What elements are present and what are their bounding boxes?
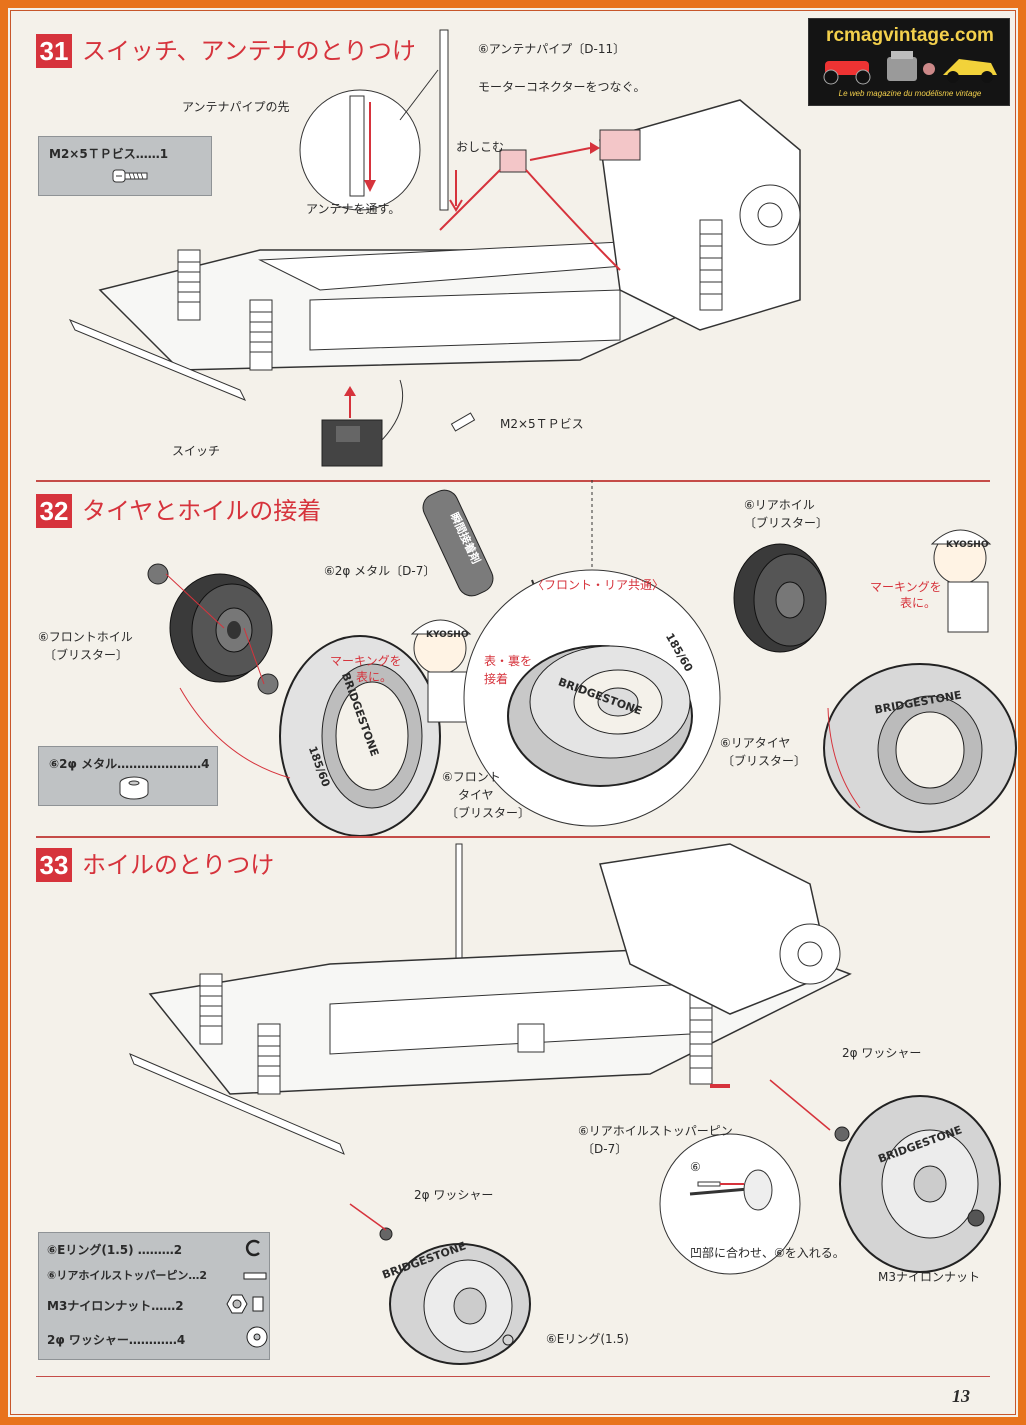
- page-frame-inner: [10, 10, 1016, 1415]
- callout-motor-connector: モーターコネクターをつなぐ。: [478, 80, 646, 94]
- callout-nylon-nut: M3ナイロンナット: [878, 1270, 980, 1284]
- callout-antenna-tip: アンテナパイプの先: [182, 100, 290, 114]
- callout-rear-tire: ⑥リアタイヤ: [720, 736, 791, 750]
- section-divider: [36, 480, 990, 482]
- callout-align: 凹部に合わせ、⑥を入れる。: [690, 1246, 845, 1260]
- metal-bushing-icon: [119, 776, 149, 800]
- callout-marking-rear-2: 表に。: [900, 596, 937, 610]
- callout-front-tire-pkg: 〔ブリスター〕: [446, 806, 531, 820]
- callout-both-sides-2: 接着: [484, 672, 509, 686]
- callout-washer-top: 2φ ワッシャー: [842, 1046, 922, 1060]
- callout-marking-front-2: 表に。: [356, 670, 393, 684]
- section-31: 31 スイッチ、アンテナのとりつけ: [36, 34, 776, 70]
- parts-box: ⑥Eリング(1.5) ………2 ⑥リアホイルストッパーピン…2 M3ナイロンナッ…: [38, 1232, 270, 1360]
- logo-subtitle: Le web magazine du modélisme vintage: [838, 89, 982, 98]
- callout-switch: スイッチ: [172, 444, 221, 458]
- callout-antenna-pipe: ⑥アンテナパイプ〔D-11〕: [478, 42, 626, 56]
- front-mascot-cap: KYOSHO: [426, 630, 469, 640]
- nylon-nut-icon: [226, 1294, 264, 1314]
- part-item: M2×5ＴＰビス……1: [49, 147, 169, 161]
- logo-car-illustration: [823, 51, 997, 85]
- chassis-diagram-31: [68, 29, 801, 467]
- part-item: ⑥Eリング(1.5) ………2: [47, 1243, 183, 1257]
- callout-both-sides: 表・裏を: [484, 654, 533, 668]
- callout-marking-rear: マーキングを: [870, 580, 942, 594]
- step-badge: 33: [36, 848, 72, 882]
- callout-screw: M2×5ＴＰビス: [500, 417, 584, 431]
- section-title: ホイルのとりつけ: [82, 851, 275, 879]
- part-item: M3ナイロンナット……2: [47, 1299, 184, 1313]
- callout-stopper-pin: ⑥リアホイルストッパーピン: [578, 1124, 733, 1138]
- callout-front-wheel: ⑥フロントホイル: [38, 630, 133, 644]
- callout-thread-antenna: アンテナを通す。: [306, 202, 401, 216]
- bottom-divider: [36, 1376, 990, 1377]
- page-number: 13: [952, 1386, 970, 1406]
- step-badge: 32: [36, 494, 72, 528]
- callout-pin-ref: ⑥: [690, 1160, 701, 1174]
- e-ring-icon: [245, 1239, 260, 1257]
- callout-front-tire: ⑥フロント: [442, 770, 501, 784]
- screw-icon: [112, 169, 148, 183]
- logo-title: rcmagvintage.com: [826, 25, 994, 46]
- callout-metal: ⑥2φ メタル〔D-7〕: [324, 564, 436, 578]
- part-item: 2φ ワッシャー…………4: [47, 1333, 186, 1347]
- callout-washer-front: 2φ ワッシャー: [414, 1188, 494, 1202]
- step-badge: 31: [36, 34, 72, 68]
- parts-box: M2×5ＴＰビス……1: [38, 136, 212, 196]
- section-32: 32 タイヤとホイルの接着: [36, 494, 436, 530]
- washer-icon: [246, 1326, 268, 1348]
- rear-mascot-cap: KYOSHO: [946, 540, 989, 550]
- callout-rear-wheel: ⑥リアホイル: [744, 498, 815, 512]
- callout-push-in: おしこむ: [456, 140, 505, 154]
- part-item: ⑥リアホイルストッパーピン…2: [47, 1269, 207, 1282]
- callout-rear-tire-pkg: 〔ブリスター〕: [722, 754, 807, 768]
- callout-marking-front: マーキングを: [330, 654, 402, 668]
- callout-e-ring: ⑥Eリング(1.5): [546, 1332, 629, 1346]
- section-33: 33 ホイルのとりつけ: [36, 848, 436, 884]
- callout-common: 〈フロント・リア共通〉: [532, 578, 665, 592]
- tire-wheel-diagram: [147, 489, 1017, 837]
- stopper-pin-icon: [243, 1272, 267, 1280]
- callout-front-wheel-pkg: 〔ブリスター〕: [44, 648, 129, 662]
- parts-box: ⑥2φ メタル…………………4: [38, 746, 218, 806]
- chassis-diagram-33: [129, 843, 1001, 1365]
- callout-front-tire-2: タイヤ: [458, 788, 494, 802]
- section-divider: [36, 836, 990, 838]
- part-item: ⑥2φ メタル…………………4: [49, 757, 210, 771]
- section-title: タイヤとホイルの接着: [82, 497, 322, 525]
- site-logo[interactable]: rcmagvintage.com Le web magazine du modé…: [808, 18, 1010, 106]
- callout-stopper-pin-2: 〔D-7〕: [582, 1142, 628, 1156]
- section-title: スイッチ、アンテナのとりつけ: [82, 37, 416, 65]
- callout-rear-wheel-pkg: 〔ブリスター〕: [744, 516, 829, 530]
